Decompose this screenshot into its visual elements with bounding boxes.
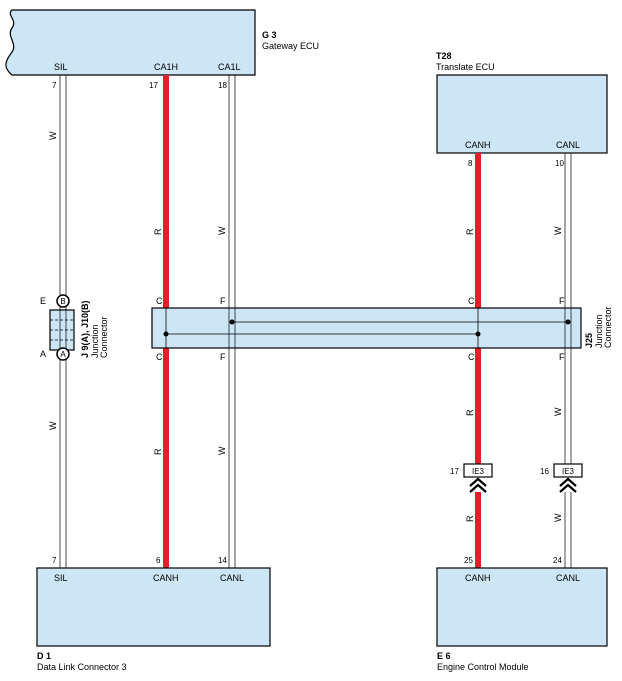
dlc-id: D 1 <box>37 651 51 661</box>
gateway-pin-sil-number: 7 <box>52 81 57 90</box>
gateway-pin-ca1h-number: 17 <box>149 81 158 90</box>
gateway-ecu-name: Gateway ECU <box>262 41 319 51</box>
dlc-name: Data Link Connector 3 <box>37 662 127 672</box>
ie3-left-code: IE3 <box>472 467 485 476</box>
wire-color-w: W <box>553 513 563 522</box>
inline-connector-ie3-left: IE3 17 <box>450 463 493 493</box>
data-link-connector: 7 6 14 SIL CANH CANL D 1 Data Link Conne… <box>36 556 271 672</box>
junction-j9-name-2: Connector <box>99 316 109 358</box>
junction-pin-e: E <box>40 296 46 306</box>
wire-color-w: W <box>553 226 563 235</box>
junction-j9-name-1: Junction <box>90 324 100 358</box>
wire-color-w: W <box>48 421 58 430</box>
ecm-pin-canl-label: CANL <box>556 573 580 583</box>
wires <box>59 75 572 568</box>
ecm-pin-canh-number: 25 <box>464 556 473 565</box>
ie3-right-pin: 16 <box>540 467 549 476</box>
j25-pin-f-bottom-right: F <box>559 352 565 362</box>
dlc-pin-sil-label: SIL <box>54 573 68 583</box>
inline-connector-ie3-right: IE3 16 <box>540 463 583 493</box>
gateway-pin-ca1l-label: CA1L <box>218 62 241 72</box>
translate-ecu-name: Translate ECU <box>436 62 495 72</box>
ie3-right-code: IE3 <box>562 467 575 476</box>
junction-pin-b-circle <box>56 294 70 308</box>
dlc-pin-canh-label: CANH <box>153 573 179 583</box>
wire-color-labels: W R W R W W R W R W R W <box>48 131 563 522</box>
junction-j25-name-1: Junction <box>594 314 604 348</box>
junction-connector-j9-j10: B A E A J 9(A), J10(B) Junction Connecto… <box>40 294 109 361</box>
junction-j25-name-2: Connector <box>603 306 613 348</box>
dlc-pin-canl-number: 14 <box>218 556 227 565</box>
ecm-pin-canl-number: 24 <box>553 556 562 565</box>
j25-pin-c-bottom-right: C <box>468 352 475 362</box>
wire-color-w: W <box>48 131 58 140</box>
gateway-pin-ca1l-number: 18 <box>218 81 227 90</box>
translate-pin-canl-number: 10 <box>555 159 564 168</box>
wire-color-w: W <box>217 446 227 455</box>
wire-color-r: R <box>465 228 475 235</box>
dlc-pin-sil-number: 7 <box>52 556 57 565</box>
wire-color-w: W <box>553 407 563 416</box>
translate-ecu: T28 Translate ECU CANH CANL 8 10 <box>436 51 608 168</box>
wire-color-w: W <box>217 226 227 235</box>
ecm-name: Engine Control Module <box>437 662 529 672</box>
j25-pin-c-top-left: C <box>156 296 163 306</box>
junction-conn-a: A <box>60 350 66 359</box>
gateway-ecu-id: G 3 <box>262 30 277 40</box>
junction-pin-a: A <box>40 349 46 359</box>
gateway-pin-ca1h-label: CA1H <box>154 62 178 72</box>
j25-pin-c-bottom-left: C <box>156 352 163 362</box>
engine-control-module: 25 24 CANH CANL E 6 Engine Control Modul… <box>436 556 608 672</box>
junction-pin-a-circle <box>56 347 70 361</box>
translate-pin-canh-label: CANH <box>465 140 491 150</box>
ecm-pin-canh-label: CANH <box>465 573 491 583</box>
j25-pin-c-top-right: C <box>468 296 475 306</box>
translate-pin-canh-number: 8 <box>468 159 473 168</box>
j25-pin-f-top-right: F <box>559 296 565 306</box>
dlc-pin-canl-label: CANL <box>220 573 244 583</box>
wire-color-r: R <box>465 409 475 416</box>
translate-pin-canl-label: CANL <box>556 140 580 150</box>
translate-ecu-id: T28 <box>436 51 452 61</box>
gateway-ecu: G 3 Gateway ECU SIL CA1H CA1L 7 17 18 <box>5 9 319 90</box>
junction-connector-j25: C F C F C F C F J25 Junction Connector <box>151 296 613 362</box>
ecm-id: E 6 <box>437 651 451 661</box>
j25-pin-f-bottom-left: F <box>220 352 226 362</box>
j25-pin-f-top-left: F <box>220 296 226 306</box>
dlc-pin-canh-number: 6 <box>156 556 161 565</box>
gateway-pin-sil-label: SIL <box>54 62 68 72</box>
junction-j25-id: J25 <box>584 333 594 348</box>
junction-j9-id: J 9(A), J10(B) <box>80 300 90 358</box>
junction-conn-b: B <box>60 297 65 306</box>
wire-color-r: R <box>153 228 163 235</box>
ie3-left-pin: 17 <box>450 467 459 476</box>
wire-color-r: R <box>465 515 475 522</box>
wire-color-r: R <box>153 448 163 455</box>
